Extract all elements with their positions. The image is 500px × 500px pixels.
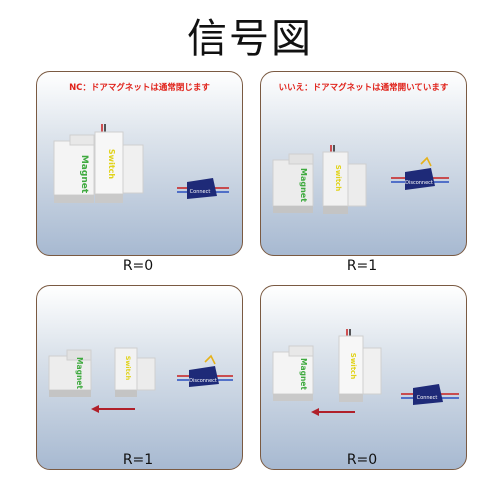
panel-caption: いいえ：ドアマグネットは通常開いています xyxy=(278,83,449,93)
magnet-label: Magnet xyxy=(299,358,308,390)
switch-label: Switch xyxy=(107,149,116,179)
switch-block: Switch xyxy=(322,151,367,214)
left-arrow xyxy=(91,405,135,413)
sensor-label: Disconnect xyxy=(189,378,217,384)
sensor-connect: Connect xyxy=(401,384,459,405)
sensor-scene: Magnet Switch Disconnect xyxy=(272,145,449,214)
magnet-label: Magnet xyxy=(299,168,308,202)
page-title: 信号図 xyxy=(187,16,313,62)
magnet-label: Magnet xyxy=(75,357,84,389)
sensor-scene: Magnet Switch Disconnect xyxy=(48,347,233,413)
result-label: R=1 xyxy=(122,452,154,468)
switch-block: Switch xyxy=(338,335,382,402)
sensor-label: Disconnect xyxy=(405,180,433,186)
sensor-scene: Magnet Switch Connect xyxy=(53,124,229,203)
magnet-block: Magnet xyxy=(53,134,95,203)
magnet-block: Magnet xyxy=(272,345,314,401)
panel-separated-1: Magnet Switch Disconnect xyxy=(36,285,243,470)
sensor-disconnect: Disconnect xyxy=(391,156,449,190)
panel-separated-2: Magnet Switch Connect xyxy=(260,285,467,470)
panel-caption: NC：ドアマグネットは通常閉じます xyxy=(69,83,210,93)
sensor-label: Connect xyxy=(417,395,438,401)
result-label: R=0 xyxy=(346,452,378,468)
switch-label: Switch xyxy=(334,165,342,191)
result-label: R=0 xyxy=(122,258,154,274)
result-label: R=1 xyxy=(346,258,378,274)
sensor-scene: Magnet Switch Connect xyxy=(272,329,459,416)
sensor-label: Connect xyxy=(190,189,211,195)
panel-nc: NC：ドアマグネットは通常閉じます Magnet Switch Connect xyxy=(36,71,243,256)
panel-no: いいえ：ドアマグネットは通常開いています Magnet Switch Disco… xyxy=(260,71,467,256)
magnet-block: Magnet xyxy=(48,349,92,397)
switch-block: Switch xyxy=(94,131,144,203)
switch-block: Switch xyxy=(114,347,156,397)
magnet-block: Magnet xyxy=(272,153,314,213)
left-arrow xyxy=(311,408,355,416)
sensor-disconnect: Disconnect xyxy=(177,354,233,387)
magnet-label: Magnet xyxy=(79,155,89,194)
switch-label: Switch xyxy=(349,353,357,379)
switch-label: Switch xyxy=(124,356,132,381)
sensor-connect: Connect xyxy=(177,178,229,199)
